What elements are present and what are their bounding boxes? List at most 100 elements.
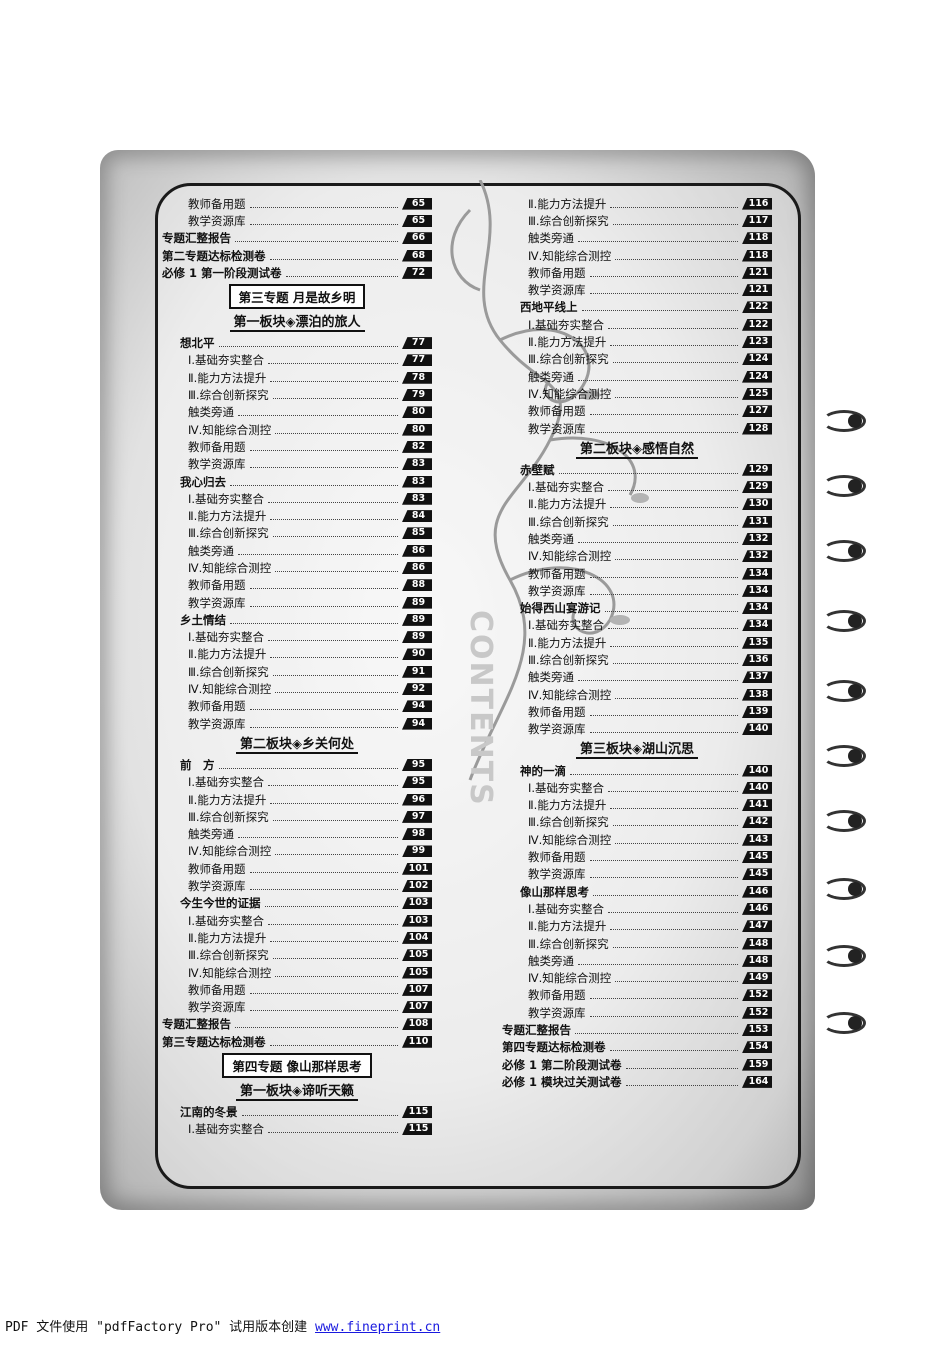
page-number-tag: 129	[742, 481, 772, 494]
toc-entry-label: 西地平线上	[520, 300, 578, 315]
footer-link[interactable]: www.fineprint.cn	[315, 1320, 441, 1335]
dot-leader	[249, 605, 398, 607]
